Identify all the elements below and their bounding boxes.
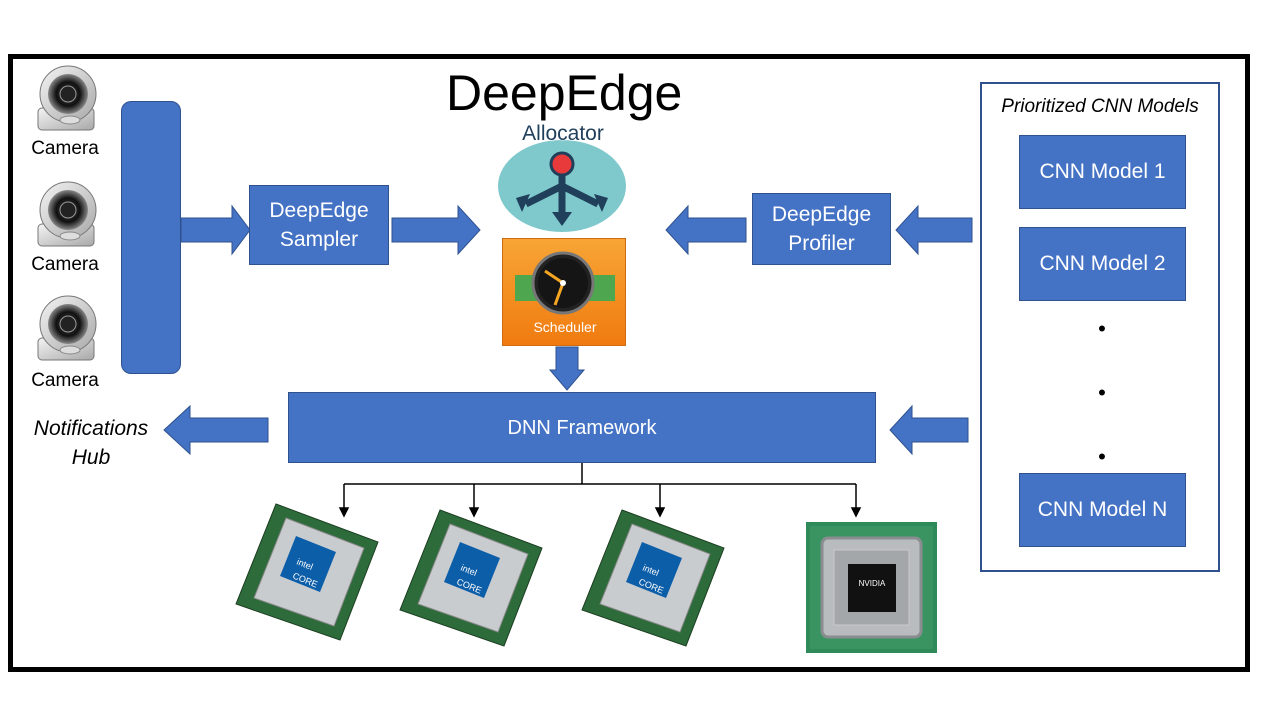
arrow-left-icon xyxy=(665,204,747,256)
arrow-left-icon xyxy=(163,404,269,456)
sampler-line1: DeepEdge xyxy=(269,198,369,222)
scheduler-icon: Scheduler xyxy=(502,238,626,346)
models-panel-title: Prioritized CNN Models xyxy=(1001,96,1199,117)
models-panel: Prioritized CNN Models xyxy=(980,82,1220,572)
diagram-frame xyxy=(8,54,1250,672)
scheduler-label: Scheduler xyxy=(533,319,597,335)
cnn-model-box: CNN Model 1 xyxy=(1019,135,1186,209)
arrow-right-icon xyxy=(391,204,481,256)
camera-label: Camera xyxy=(31,370,99,391)
cnn-model-label: CNN Model N xyxy=(1037,498,1168,522)
camera-icon xyxy=(36,294,98,364)
profiler-line1: DeepEdge xyxy=(771,202,872,226)
arrow-right-icon xyxy=(180,204,251,256)
camera-icon xyxy=(36,64,98,134)
allocator-label: Allocator xyxy=(522,122,604,145)
gpu-brand: NVIDIA xyxy=(859,579,886,588)
arrow-down-icon xyxy=(548,346,586,391)
cnn-model-box: CNN Model 2 xyxy=(1019,227,1186,301)
camera-label: Camera xyxy=(31,254,99,275)
ellipsis-dot: • xyxy=(1098,380,1106,405)
sampler-line2: Sampler xyxy=(279,228,359,251)
camera-icon xyxy=(36,180,98,250)
profiler-line2: Profiler xyxy=(788,232,855,255)
allocator-icon: Allocator xyxy=(498,122,628,236)
arrow-left-icon xyxy=(895,204,973,256)
cpu-chip-icon: intel CORE xyxy=(399,509,543,647)
diagram-title: DeepEdge xyxy=(446,65,683,121)
camera-label: Camera xyxy=(31,138,99,159)
sampler-box: DeepEdge Sampler xyxy=(249,185,389,265)
processor-connector xyxy=(338,463,862,518)
notifications-line1: Notifications xyxy=(33,417,149,440)
cnn-model-label: CNN Model 2 xyxy=(1039,252,1166,276)
cnn-model-label: CNN Model 1 xyxy=(1039,160,1166,184)
dnn-framework-box: DNN Framework xyxy=(288,392,876,463)
ellipsis-dot: • xyxy=(1098,444,1106,469)
notifications-line2: Hub xyxy=(71,446,111,470)
cpu-chip-icon: intel CORE xyxy=(235,503,379,641)
notifications-hub: Notifications Hub xyxy=(24,414,158,473)
ellipsis-dot: • xyxy=(1098,316,1106,341)
camera-bus xyxy=(121,101,181,374)
profiler-box: DeepEdge Profiler xyxy=(752,193,891,265)
cnn-model-box: CNN Model N xyxy=(1019,473,1186,547)
framework-label: DNN Framework xyxy=(507,416,657,439)
arrow-left-icon xyxy=(889,404,969,456)
cpu-chip-icon: intel CORE xyxy=(581,509,725,647)
gpu-chip-icon: NVIDIA xyxy=(806,522,937,653)
